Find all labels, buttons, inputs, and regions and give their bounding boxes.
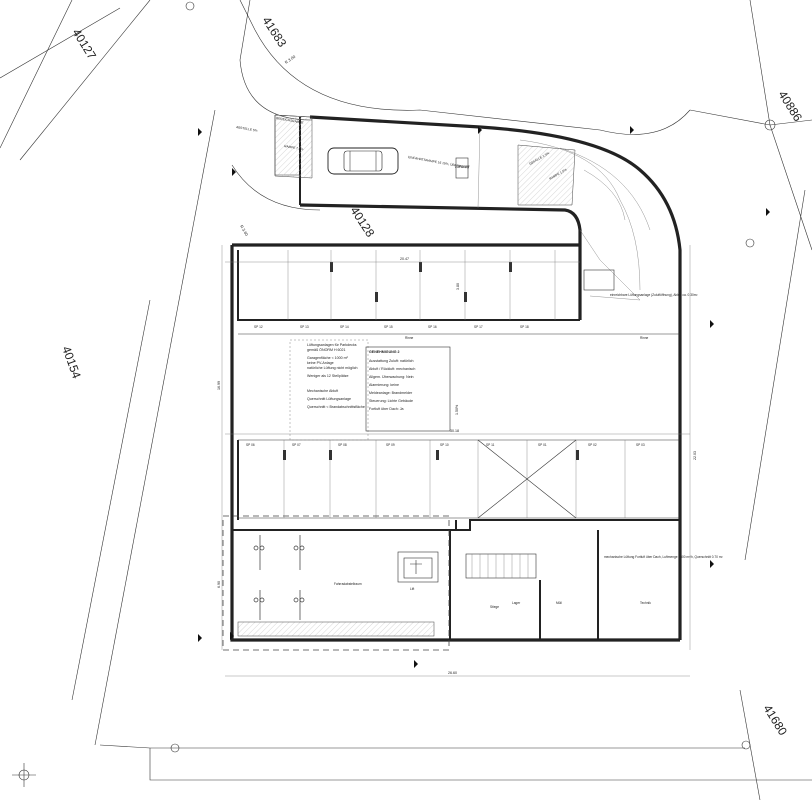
info-line: natürliche Lüftung nicht möglich: [307, 366, 358, 370]
info-heading: GENEHMIGUNG 2: [369, 350, 400, 354]
parcel-label-40127: 40127: [69, 26, 99, 62]
info-line: keine PV-Anlage: [307, 361, 334, 365]
section-markers: [198, 126, 770, 668]
radius-label-top: R 3.00: [284, 54, 297, 65]
parcel-label-40128: 40128: [347, 204, 377, 240]
stall-label: SP 09: [386, 443, 395, 447]
stall-label: SP 01: [538, 443, 547, 447]
stall-label: SP 03: [636, 443, 645, 447]
stall-label: SP 06: [246, 443, 255, 447]
gutter-label: Rinne: [405, 336, 414, 340]
info-line: Garagenfläche < 1000 m²: [307, 356, 349, 360]
dimension-left-low: 6.90: [217, 581, 221, 588]
stalls-top: SP 12 SP 13 SP 14 SP 15 SP 16 SP 17 SP 1…: [254, 250, 556, 329]
info-line: Abluft / Rückluft: mechanisch: [369, 367, 415, 371]
stall-label: SP 02: [588, 443, 597, 447]
stall-label: SP 16: [428, 325, 437, 329]
dimension-top: 20.47: [400, 257, 409, 261]
info-line: Lüftungsanlagen für Parkdecks: [307, 343, 357, 347]
info-line: Steuerung: Lichte Gebäude: [369, 399, 413, 403]
ramp-left-sign: ABSTELLE 5%: [236, 125, 258, 133]
dimension-right: 22.03: [693, 451, 697, 460]
room-stair: Stiege: [490, 605, 499, 609]
ramp-right-box: ZUFAHRT: [455, 165, 470, 169]
lower-rooms: Fahrradabstellraum Lift Stiege Lager Mül…: [222, 515, 723, 651]
room-tech: Technik: [640, 601, 651, 605]
gutter-label: Rinne: [640, 336, 649, 340]
dimension-mid: 30.18: [450, 429, 459, 433]
parcel-label-40886: 40886: [775, 88, 805, 124]
car-icon: [327, 147, 399, 175]
building-outline: [230, 243, 680, 642]
stall-label: SP 11: [486, 443, 495, 447]
dimensions: 20.47 30.18 26.60 16.99 22.03 6.90 3.80 …: [217, 245, 697, 677]
info-line: Querschnitt < Brandabschnittsfläche: [307, 405, 365, 409]
stall-label: SP 08: [338, 443, 347, 447]
info-line: Weniger als 12 Stellplätze: [307, 374, 348, 378]
stall-label: SP 15: [384, 325, 393, 329]
room-lift: Lift: [410, 587, 414, 591]
vent-bottom-label: mechanische Lüftung Fortluft über Dach, …: [604, 555, 723, 559]
vent-top-label: einreichbare Lüftungsanlage (Zuluftöffnu…: [610, 293, 697, 297]
room-bike: Fahrradabstellraum: [334, 582, 362, 586]
info-line: Querschnitt Lüftungsanlage: [307, 397, 351, 401]
room-storage: Lager: [512, 601, 521, 605]
info-box-left: Lüftungsanlagen für Parkdecks gemäß ÖNOR…: [289, 339, 369, 441]
stalls-mid: SP 06 SP 07 SP 08 SP 09 SP 10 SP 11 SP 0…: [246, 439, 645, 519]
stall-label: SP 18: [520, 325, 529, 329]
info-line: Fortluft über Dach: Ja: [369, 407, 404, 411]
dimension-bottom: 26.60: [448, 671, 457, 675]
dimension-small: 3.80: [456, 283, 460, 290]
stall-label: SP 12: [254, 325, 263, 329]
info-box-right: GENEHMIGUNG 2 Ausstattung Zuluft: natürl…: [365, 346, 451, 432]
info-line: Meldeanlage: Brandmelder: [369, 391, 413, 395]
ramp-left-sign-2: RAMPE 7.5%: [284, 144, 304, 151]
ramp: ABSTELLE 5% RAMPE 7.5% BEREICHSRAMPE EIN…: [236, 114, 697, 640]
info-line: Mechanische Abluft: [307, 389, 338, 393]
stall-label: SP 14: [340, 325, 349, 329]
dimension-left: 16.99: [217, 381, 221, 390]
dimension-percent: 1.50%: [455, 404, 459, 415]
info-line: gemäß ÖNORM H 6021: [307, 348, 346, 352]
ramp-area-label: BEREICHSRAMPE: [276, 116, 304, 125]
info-line: Allgem. Überwachung: Nein: [369, 375, 414, 379]
info-line: Ausstattung Zuluft: natürlich: [369, 359, 414, 363]
stall-label: SP 07: [292, 443, 301, 447]
parcel-label-41680: 41680: [760, 702, 790, 738]
stall-label: SP 10: [440, 443, 449, 447]
stall-label: SP 13: [300, 325, 309, 329]
parcel-label-40154: 40154: [59, 344, 84, 380]
bike-icon: [253, 535, 305, 620]
radius-label-left: R 3.60: [239, 224, 250, 237]
stall-label: SP 17: [474, 325, 483, 329]
room-waste: Müll: [556, 601, 562, 605]
info-line: Alarmierung: keine: [369, 383, 399, 387]
